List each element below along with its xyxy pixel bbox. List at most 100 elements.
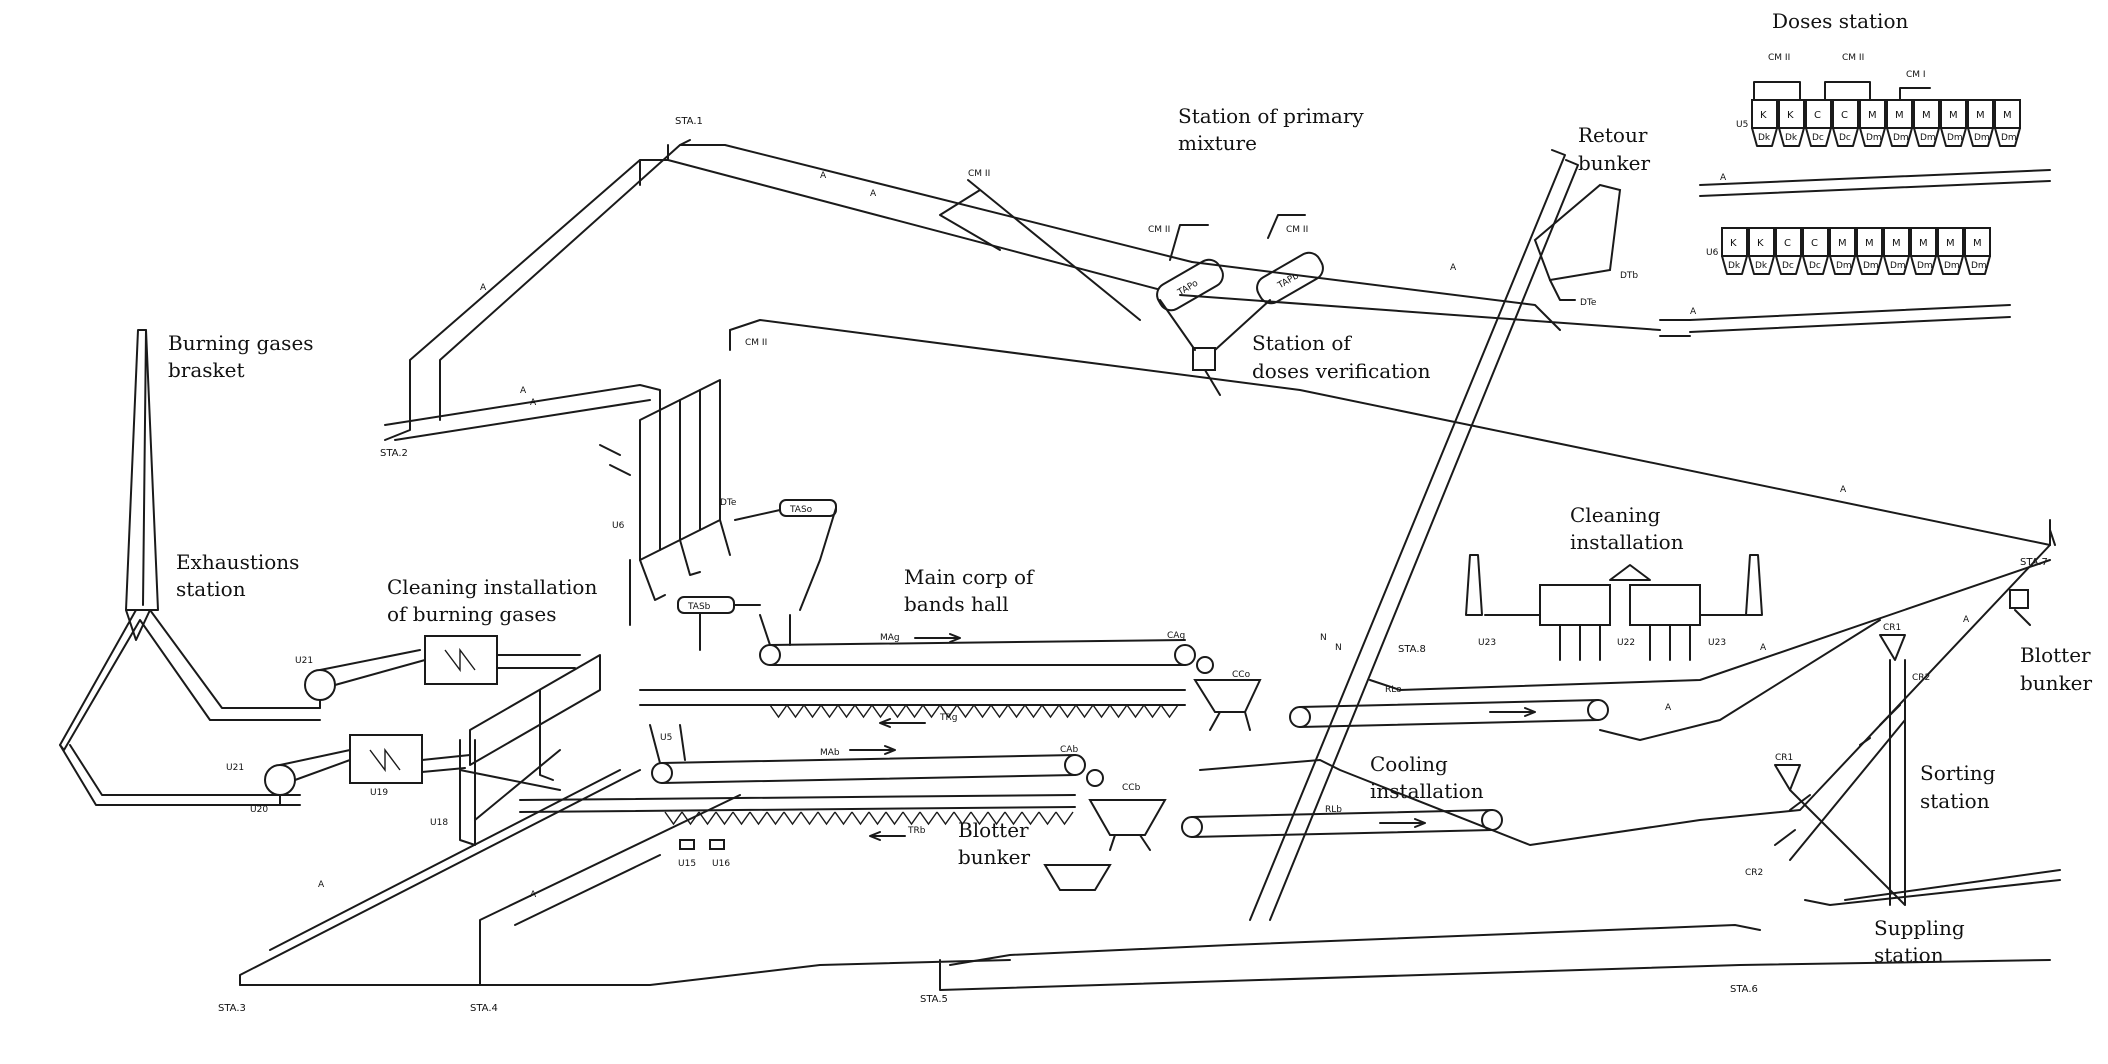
dose-hopper: MDm bbox=[1940, 99, 1967, 147]
tag-n-2: N bbox=[1335, 643, 1342, 653]
electrofilter-u19 bbox=[349, 734, 423, 784]
dose-hopper-letter: K bbox=[1760, 110, 1767, 121]
suction-box bbox=[922, 704, 941, 719]
dose-hopper-sublabel: Dm bbox=[1863, 261, 1879, 271]
dose-hopper-letter: C bbox=[1841, 110, 1848, 121]
sorting-station: CR1 CR2 CR1 CR2 bbox=[1745, 519, 2061, 906]
suction-box bbox=[953, 811, 972, 826]
tag-a-3: A bbox=[870, 189, 877, 199]
tag-a-10: A bbox=[318, 880, 325, 890]
dose-hopper-sublabel: Dk bbox=[1785, 133, 1798, 143]
tag-u19: U19 bbox=[370, 788, 388, 798]
dose-hopper: CDc bbox=[1805, 99, 1832, 147]
label-doses-verification-2: doses verification bbox=[1252, 359, 1431, 383]
dose-hopper: MDm bbox=[1856, 227, 1883, 275]
tag-a-7: A bbox=[1720, 173, 1727, 183]
tag-sta6: STA.6 bbox=[1730, 984, 1758, 995]
feed-conveyor-a: A bbox=[1179, 261, 1691, 337]
tag-cr2-b: CR2 bbox=[1745, 868, 1763, 878]
dose-hopper-sublabel: Dm bbox=[1893, 133, 1909, 143]
tag-sta4: STA.4 bbox=[470, 1003, 498, 1014]
suction-box bbox=[970, 811, 989, 826]
dose-hopper-sublabel: Dc bbox=[1809, 261, 1821, 271]
crushers: CCo CCb bbox=[1043, 670, 1262, 891]
suction-box bbox=[1143, 704, 1162, 719]
suction-box bbox=[871, 704, 890, 719]
label-cooling-1: Cooling bbox=[1370, 752, 1448, 776]
dose-hopper-sublabel: Dm bbox=[1971, 261, 1987, 271]
dose-hopper: MDm bbox=[1913, 99, 1940, 147]
tag-rlo: RLo bbox=[1385, 685, 1402, 695]
tag-a-2: A bbox=[820, 171, 827, 181]
tag-u16: U16 bbox=[712, 859, 730, 869]
tag-mab: MAb bbox=[820, 748, 840, 758]
suction-box bbox=[1024, 704, 1043, 719]
doses-verification-hopper bbox=[1192, 347, 1216, 371]
dose-hopper-letter: K bbox=[1757, 238, 1764, 249]
label-cooling-2: installation bbox=[1370, 779, 1484, 803]
tag-a-4: A bbox=[520, 386, 527, 396]
tag-cm2-b: CM II bbox=[1842, 53, 1864, 63]
tag-ccb: CCb bbox=[1122, 783, 1141, 793]
tag-u23-a: U23 bbox=[1478, 638, 1496, 648]
electrofilter-u21 bbox=[424, 635, 498, 685]
suction-box bbox=[732, 811, 751, 826]
dose-hopper-letter: M bbox=[1868, 110, 1877, 121]
dose-hopper: K Dk bbox=[1778, 99, 1805, 147]
dose-hopper: C Dc bbox=[1802, 227, 1829, 275]
tag-tas1: TASo bbox=[789, 505, 813, 515]
suction-box bbox=[749, 811, 768, 826]
dose-hopper: MDm bbox=[1967, 99, 1994, 147]
dose-hopper: M Dm bbox=[1964, 227, 1991, 275]
label-blotter-left-1: Blotter bbox=[958, 818, 1029, 842]
suction-box bbox=[820, 704, 839, 719]
tag-trg: TRg bbox=[939, 713, 957, 723]
suction-box bbox=[1038, 811, 1057, 826]
label-retour-bunker-2: bunker bbox=[1578, 151, 1651, 175]
suction-box bbox=[902, 811, 921, 826]
suction-box bbox=[698, 811, 717, 826]
tag-u6: U6 bbox=[1706, 248, 1719, 258]
tag-rlb: RLb bbox=[1325, 805, 1342, 815]
label-exhaustions-2: station bbox=[176, 577, 246, 601]
suction-boxes-b bbox=[664, 811, 1074, 826]
suction-box bbox=[817, 811, 836, 826]
dose-hopper: MDm bbox=[1910, 227, 1937, 275]
dose-hopper: MDm bbox=[1829, 227, 1856, 275]
suction-box bbox=[834, 811, 853, 826]
suction-box bbox=[1021, 811, 1040, 826]
tag-mag: MAg bbox=[880, 633, 900, 643]
dose-hopper: KDk bbox=[1748, 227, 1775, 275]
dose-hopper-letter: K bbox=[1787, 110, 1794, 121]
cooling-bands: RLo RLb bbox=[1181, 685, 1609, 838]
suction-box bbox=[1126, 704, 1145, 719]
tag-cca: CCo bbox=[1232, 670, 1251, 680]
tag-cm2-a: CM II bbox=[1768, 53, 1790, 63]
dose-hopper-sublabel: Dm bbox=[2001, 133, 2017, 143]
label-doses-station: Doses station bbox=[1772, 9, 1908, 33]
dose-hopper-letter: K bbox=[1730, 238, 1737, 249]
suction-box bbox=[987, 811, 1006, 826]
dose-hopper-letter: M bbox=[2003, 110, 2012, 121]
sinter-band-b: MAb CAb TRb U15 U16 U5 bbox=[519, 724, 1104, 869]
dose-hopper-letter: M bbox=[1949, 110, 1958, 121]
label-cleaning-burning-1: Cleaning installation bbox=[387, 575, 597, 599]
tag-sta5: STA.5 bbox=[920, 994, 948, 1005]
burning-gases-cleaning-units: U21 U21 U20 U19 bbox=[226, 635, 581, 815]
suction-box bbox=[1041, 704, 1060, 719]
dose-hopper-letter: M bbox=[1895, 110, 1904, 121]
label-cleaning-burning-2: of burning gases bbox=[387, 602, 556, 626]
tag-dtb: DTb bbox=[1620, 271, 1638, 281]
tag-sta8: STA.8 bbox=[1398, 644, 1426, 655]
label-sorting-1: Sorting bbox=[1920, 761, 1996, 785]
tag-a-8: A bbox=[1690, 307, 1697, 317]
dose-hopper-letter: C bbox=[1811, 238, 1818, 249]
tag-cab: CAb bbox=[1060, 745, 1078, 755]
tag-u15: U15 bbox=[678, 859, 696, 869]
tag-sta1: STA.1 bbox=[675, 116, 703, 127]
suction-box bbox=[1109, 704, 1128, 719]
dose-hopper-letter: M bbox=[1973, 238, 1982, 249]
tag-a-14: A bbox=[1963, 615, 1970, 625]
